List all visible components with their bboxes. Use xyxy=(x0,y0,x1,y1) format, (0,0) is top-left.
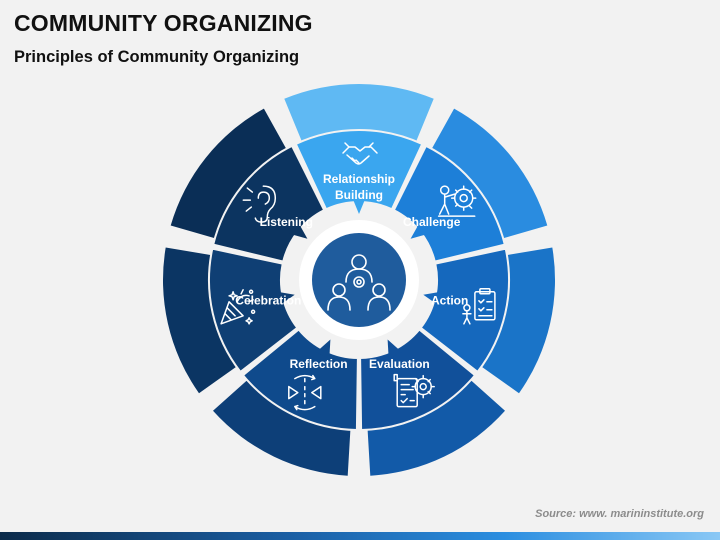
arrow-listening xyxy=(289,222,308,239)
page-title: COMMUNITY ORGANIZING xyxy=(14,10,313,36)
person-pushing-gear-icon xyxy=(437,185,477,217)
label-relationship-building-line-1: Relationship xyxy=(323,172,395,186)
mirror-arrows-icon xyxy=(288,374,322,411)
label-relationship-building-line-2: Building xyxy=(335,188,383,202)
label-celebration: Celebration xyxy=(235,294,301,308)
arrow-evaluation xyxy=(387,339,402,359)
arrow-reflection xyxy=(316,339,331,359)
label-challenge: Challenge xyxy=(403,215,461,229)
arrow-action xyxy=(423,291,443,306)
ear-icon xyxy=(242,185,277,223)
label-reflection: Reflection xyxy=(290,357,348,371)
label-listening: Listening xyxy=(260,215,313,229)
source-credit: Source: www. marininstitute.org xyxy=(535,508,704,520)
party-popper-icon xyxy=(220,289,256,325)
label-action: Action xyxy=(431,294,468,308)
team-gear-icon xyxy=(327,254,391,311)
checklist-person-icon xyxy=(462,288,496,325)
segment-icons xyxy=(220,142,496,411)
report-gear-icon xyxy=(393,373,435,408)
outer-ring xyxy=(162,84,556,476)
outer-segment-celebration xyxy=(162,247,237,394)
outer-segment-reflection xyxy=(213,380,351,476)
outer-segment-listening xyxy=(170,108,287,239)
arrow-celebration xyxy=(275,291,295,306)
arrow-relationship-building xyxy=(351,196,367,214)
outer-segment-action xyxy=(481,247,556,394)
arrow-challenge xyxy=(410,222,429,239)
label-evaluation: Evaluation xyxy=(369,357,430,371)
page-subtitle: Principles of Community Organizing xyxy=(14,48,300,66)
handshake-icon xyxy=(342,142,378,165)
bottom-accent-bar xyxy=(0,532,720,540)
outer-segment-relationship-building xyxy=(284,84,434,142)
outer-segment-challenge xyxy=(431,108,548,239)
segment-relationship-building xyxy=(294,129,424,211)
outer-segment-evaluation xyxy=(367,380,505,476)
center-hub xyxy=(299,220,419,340)
segment-labels: RelationshipBuildingChallengeActionEvalu… xyxy=(235,172,468,371)
